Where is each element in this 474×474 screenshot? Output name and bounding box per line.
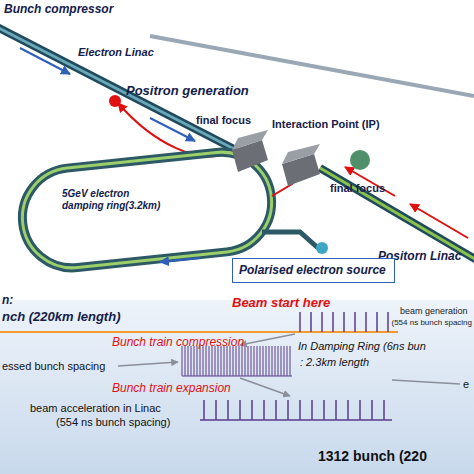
note-label: beam generation [400,306,468,316]
expanded-bunches [200,400,392,420]
leader-line [392,380,460,384]
part-label: Positron generation [126,84,249,99]
source-box: Polarised electron source [232,258,395,283]
note-label: 1312 bunch (220 [318,448,427,464]
part-label: final focus [330,182,385,195]
note-label: (554 ns bunch spacing [392,318,473,327]
expansion-arrow [240,378,290,396]
note-label: n: [2,294,13,308]
positron-linac [320,168,474,262]
part-label: Bunch compressor [4,3,113,17]
source-dot [316,242,328,254]
compression-arrow [240,334,295,345]
note-label: : 2.3km length [300,356,369,369]
note-label: e [463,378,469,391]
process-label: Bunch train compression [112,336,244,350]
positron-arrow [410,204,468,238]
note-label: In Damping Ring (6ns bun [298,340,426,353]
ring-arrow [160,258,200,262]
part-label: 5GeV electron damping ring(3.2km) [62,188,170,211]
positron-target [109,95,121,107]
compressed-bunches [182,346,292,376]
injection-line [262,232,318,248]
box-text: Polarised electron source [239,263,388,277]
note-label: nch (220km length) [2,310,120,325]
note-label: essed bunch spacing [2,360,105,373]
leader-line [118,362,178,366]
part-label: final focus [196,114,251,127]
note-label: (554 ns bunch spacing) [56,416,170,429]
time-axis [0,331,398,333]
timeline-band [0,300,474,474]
note-label: beam acceleration in Linac [30,402,161,415]
part-label: Electron Linac [78,46,154,59]
part-label: Interaction Point (IP) [272,118,380,131]
beam-arrow [20,48,70,74]
callout-label: Beam start here [232,296,330,311]
ip-detectors [232,130,370,186]
process-label: Bunch train expansion [112,382,231,396]
positron-linac-core [320,168,474,262]
generated-bunches [300,312,388,332]
